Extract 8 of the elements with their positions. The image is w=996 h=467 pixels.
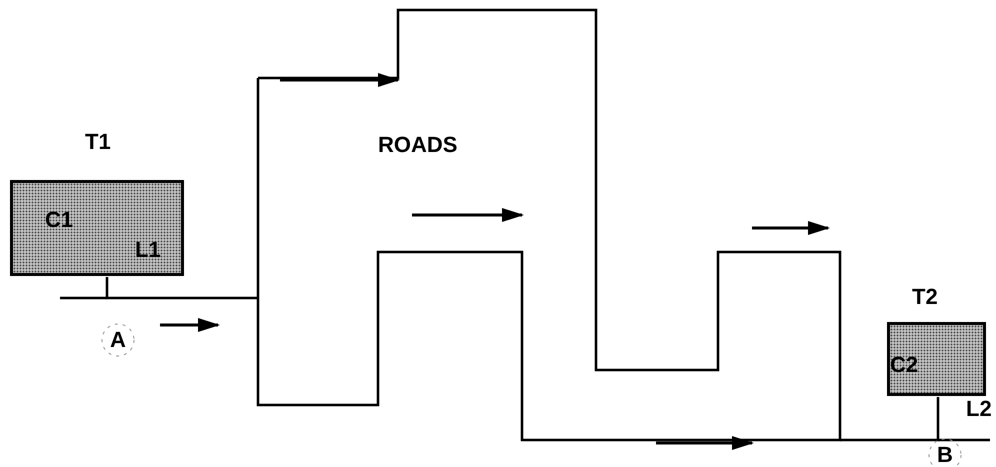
line-label: L2 [966, 397, 992, 421]
access-road [840, 397, 940, 442]
point-label: B [937, 443, 953, 467]
road-label: ROADS [378, 133, 458, 157]
access-road [106, 277, 258, 300]
terminal-label: T2 [912, 285, 938, 309]
terminal-label: T1 [85, 130, 111, 154]
point-label: A [110, 328, 126, 352]
